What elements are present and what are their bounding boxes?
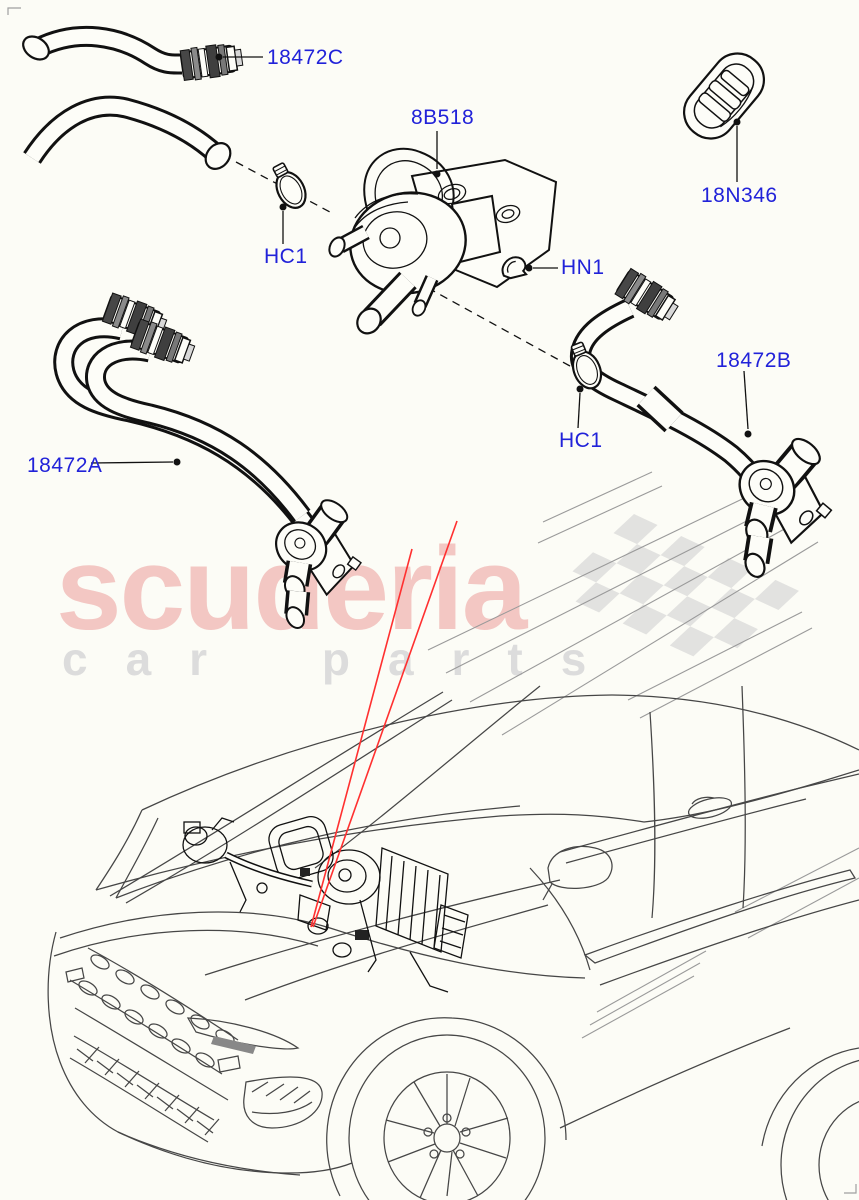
part-label-18472B[interactable]: 18472B bbox=[716, 349, 792, 372]
part-label-18472A[interactable]: 18472A bbox=[27, 454, 103, 477]
red-pointer-lines bbox=[310, 520, 458, 928]
leader-lines bbox=[90, 53, 752, 466]
hose-18472B-drawing bbox=[569, 266, 855, 591]
clip-HN1-drawing bbox=[501, 256, 528, 280]
part-label-HN1[interactable]: HN1 bbox=[561, 256, 605, 279]
watermark-subtext: car parts bbox=[62, 633, 625, 685]
hose-18472A-drawing bbox=[53, 291, 381, 639]
watermark-flag bbox=[572, 514, 799, 657]
clamp-HC1-upper-drawing bbox=[265, 158, 313, 214]
part-label-18472C[interactable]: 18472C bbox=[267, 46, 344, 69]
vehicle-drawing bbox=[47, 685, 859, 1200]
corner-marks bbox=[7, 7, 857, 1194]
part-label-HC1-lower[interactable]: HC1 bbox=[559, 429, 603, 452]
part-label-18N346[interactable]: 18N346 bbox=[701, 184, 778, 207]
hose-18472C-drawing bbox=[22, 25, 245, 170]
heater-unit-drawing bbox=[182, 815, 469, 993]
part-label-8B518[interactable]: 8B518 bbox=[411, 106, 475, 129]
part-label-HC1-upper[interactable]: HC1 bbox=[264, 245, 308, 268]
grommet-18N346-drawing bbox=[682, 52, 766, 140]
speed-lines bbox=[427, 471, 859, 1039]
valve-8B518-drawing bbox=[328, 147, 558, 335]
